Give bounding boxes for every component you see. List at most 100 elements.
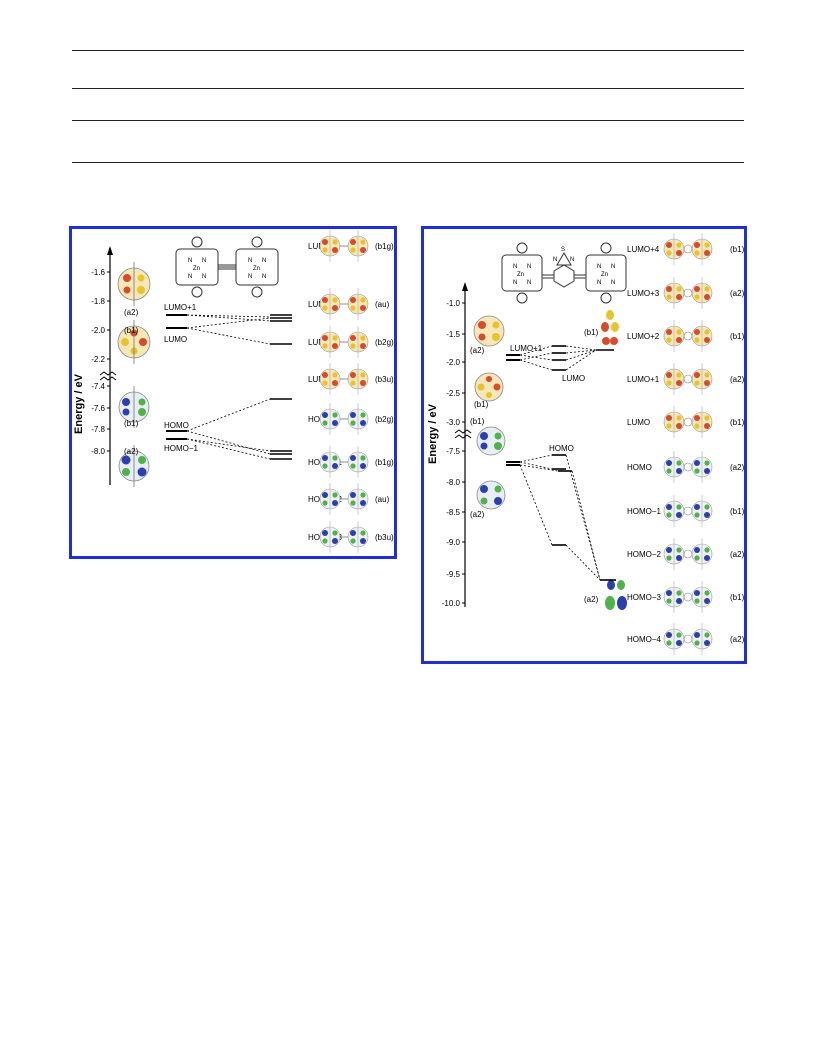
dimer-structure <box>175 236 279 298</box>
dimer-orbital-picture <box>663 581 713 613</box>
tick-label: -1.8 <box>91 297 105 306</box>
orbital-symmetry: (b2g) <box>375 338 394 347</box>
orbital-symmetry: (a2) <box>730 289 745 298</box>
tick-label: -2.0 <box>91 326 105 335</box>
panel-a-svg: -1.6-1.8-2.0-2.2-7.4-7.6-7.8-8.0 Energy … <box>73 230 394 553</box>
tick-label: -2.0 <box>446 358 460 367</box>
structure-atom: N <box>188 258 192 264</box>
orbital-symmetry: (b1) <box>730 418 745 427</box>
tick-label: -2.5 <box>446 389 460 398</box>
level-label: HOMO <box>164 421 189 430</box>
monomer-sym-label: (b1) <box>474 400 489 409</box>
dimer-orbital-picture <box>663 406 713 438</box>
orbital-name: LUMO+1 <box>627 375 660 384</box>
orbital-column: LUMO+3(b1g)LUMO+2(au)LUMO+1(b2g)LUMO(b3u… <box>308 230 394 553</box>
dimer-orbital-picture <box>663 495 713 527</box>
dimer-orbital-picture <box>319 483 369 515</box>
structure-atom: N <box>262 274 266 280</box>
axis-title: Energy / eV <box>73 373 85 434</box>
tick-label: -9.0 <box>446 538 460 547</box>
dimer-orbital-picture <box>319 403 369 435</box>
orbital-name: HOMO−3 <box>627 593 662 602</box>
orbital-name: LUMO+4 <box>627 245 660 254</box>
dimer-structure <box>501 242 627 304</box>
dimer-orbital-picture <box>663 233 713 265</box>
monomer-orbital-b1-upper <box>117 320 151 364</box>
tick-label: -7.5 <box>446 447 460 456</box>
tick-label: -7.6 <box>91 404 105 413</box>
structure-atom: N <box>527 280 531 286</box>
tick-label: -1.6 <box>91 268 105 277</box>
panel-b-svg: -1.0-1.5-2.0-2.5-3.0-7.5-8.0-8.5-9.0-9.5… <box>427 233 745 655</box>
table-rule-top <box>72 50 744 51</box>
structure-atom: N <box>611 280 615 286</box>
structure-atom: N <box>597 280 601 286</box>
axis-arrow <box>462 282 468 291</box>
diagram-panel-b: -1.0-1.5-2.0-2.5-3.0-7.5-8.0-8.5-9.0-9.5… <box>421 226 747 664</box>
structure-atom: N <box>597 264 601 270</box>
structure-atom: N <box>248 258 252 264</box>
dimer-orbital-picture <box>319 230 369 262</box>
structure-atom: N <box>553 257 557 263</box>
monomer-orbital-b1-lower <box>476 426 506 456</box>
orbital-symmetry: (b1) <box>730 593 745 602</box>
monomer-orbital-a2-upper <box>117 262 151 306</box>
orbital-symmetry: (au) <box>375 495 390 504</box>
tick-label: -2.2 <box>91 355 105 364</box>
tick-label: -7.8 <box>91 425 105 434</box>
dimer-orbital-picture <box>663 277 713 309</box>
structure-atom: N <box>188 274 192 280</box>
level-label: LUMO <box>164 335 187 344</box>
correlation-lines <box>186 314 271 460</box>
structure-atom: Zn <box>193 266 200 272</box>
level-label: HOMO−1 <box>164 444 199 453</box>
orbital-symmetry: (a2) <box>730 550 745 559</box>
dimer-orbital-picture <box>663 320 713 352</box>
correlation-lines <box>519 345 601 581</box>
structure-atom: N <box>611 264 615 270</box>
orbital-name: HOMO−2 <box>627 550 662 559</box>
monomer-sym-label: (b1) <box>470 417 485 426</box>
monomer-sym-label: (a2) <box>124 308 139 317</box>
level-label: HOMO <box>549 444 574 453</box>
orbital-column: LUMO+4 (b1) LUMO+3 (a2) LUMO+2 (b1) LUMO+1 (a2)… <box>627 233 745 655</box>
dimer-orbital-picture <box>319 288 369 320</box>
structure-atom: N <box>513 264 517 270</box>
dimer-orbital-picture <box>319 363 369 395</box>
monomer-sym-label: (a2) <box>470 510 485 519</box>
orbital-symmetry: (a2) <box>730 375 745 384</box>
axis-title: Energy / eV <box>427 403 439 464</box>
level-label: LUMO <box>562 374 585 383</box>
dimer-orbital-picture <box>663 451 713 483</box>
structure-atom: N <box>202 274 206 280</box>
orbital-name: LUMO+2 <box>627 332 660 341</box>
bridge-sym-label: (a2) <box>584 595 599 604</box>
monomer-orbital-a2-lower <box>118 445 150 487</box>
orbital-symmetry: (b1g) <box>375 458 394 467</box>
orbital-symmetry: (b3u) <box>375 375 394 384</box>
bridge-sym-label: (b1) <box>584 328 599 337</box>
monomer-orbital-a2-lower <box>476 480 506 510</box>
orbital-symmetry: (a2) <box>730 463 745 472</box>
orbital-symmetry: (b1) <box>730 507 745 516</box>
table-rule-bottom <box>72 162 744 163</box>
tick-label: -8.5 <box>446 508 460 517</box>
tick-label: -1.0 <box>446 299 460 308</box>
axis-ticks: -1.6-1.8-2.0-2.2-7.4-7.6-7.8-8.0 <box>91 268 110 456</box>
tick-label: -7.4 <box>91 382 105 391</box>
orbital-symmetry: (b2g) <box>375 415 394 424</box>
tick-label: -3.0 <box>446 418 460 427</box>
level-label: LUMO+1 <box>510 344 543 353</box>
monomer-orbital-b1-lower <box>118 386 150 428</box>
orbital-name: LUMO+3 <box>627 289 660 298</box>
dimer-orbital-picture <box>319 446 369 478</box>
monomer-sym-label: (b1) <box>124 419 139 428</box>
dimer-orbital-picture <box>663 363 713 395</box>
orbital-symmetry: (b3u) <box>375 533 394 542</box>
orbital-symmetry: (b1) <box>730 245 745 254</box>
orbital-symmetry: (b1g) <box>375 242 394 251</box>
level-label: LUMO+1 <box>164 303 197 312</box>
monomer-orbital-a2-upper <box>473 315 505 347</box>
structure-atom: Zn <box>517 272 524 278</box>
structure-atom: N <box>570 257 574 263</box>
